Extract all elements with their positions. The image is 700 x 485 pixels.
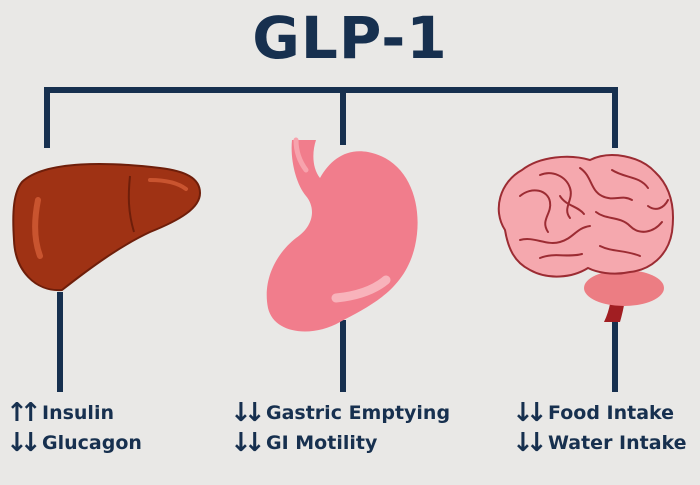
stomach-effects: ↓↓ Gastric Emptying ↓↓ GI Motility — [230, 398, 450, 458]
double-down-arrow-icon: ↓↓ — [512, 398, 548, 428]
effect-food-intake: ↓↓ Food Intake — [512, 398, 687, 428]
double-up-arrow-icon: ↑↑ — [6, 398, 42, 428]
liver-icon — [12, 162, 202, 292]
effect-label: Water Intake — [548, 432, 687, 454]
effect-label: Glucagon — [42, 432, 142, 454]
brain-effects: ↓↓ Food Intake ↓↓ Water Intake — [512, 398, 687, 458]
brain-icon — [497, 154, 675, 322]
effect-label: Gastric Emptying — [266, 402, 451, 424]
diagram-title: GLP-1 — [252, 4, 448, 72]
double-down-arrow-icon: ↓↓ — [6, 428, 42, 458]
effect-water-intake: ↓↓ Water Intake — [512, 428, 687, 458]
double-down-arrow-icon: ↓↓ — [512, 428, 548, 458]
stomach-icon — [266, 137, 418, 332]
effect-insulin: ↑↑ Insulin — [6, 398, 142, 428]
effect-label: Food Intake — [548, 402, 675, 424]
connector-lines — [44, 87, 618, 392]
effect-glucagon: ↓↓ Glucagon — [6, 428, 142, 458]
effect-gastric-emptying: ↓↓ Gastric Emptying — [230, 398, 450, 428]
effect-label: GI Motility — [266, 432, 378, 454]
effect-gi-motility: ↓↓ GI Motility — [230, 428, 450, 458]
double-down-arrow-icon: ↓↓ — [230, 398, 266, 428]
effect-label: Insulin — [42, 402, 114, 424]
liver-effects: ↑↑ Insulin ↓↓ Glucagon — [6, 398, 142, 458]
double-down-arrow-icon: ↓↓ — [230, 428, 266, 458]
